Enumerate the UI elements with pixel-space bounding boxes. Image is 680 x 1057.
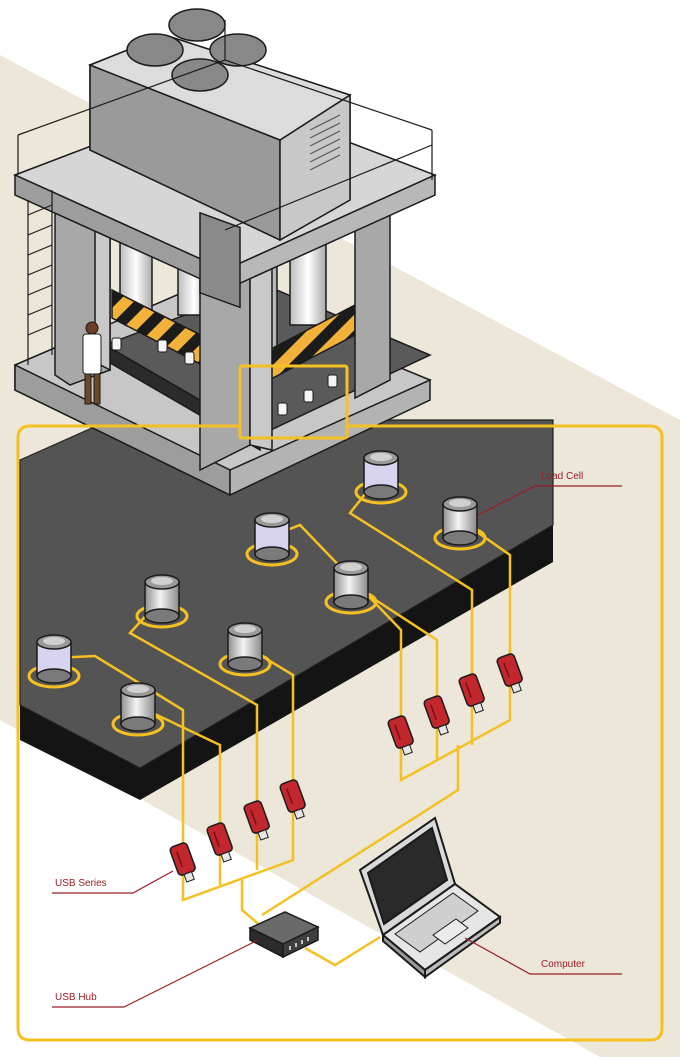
usb-device-array	[169, 653, 523, 883]
cable-segment	[181, 797, 295, 902]
load-cell-icon	[354, 450, 408, 505]
load-cell-array	[27, 450, 487, 737]
usb-device-icon	[206, 822, 233, 863]
usb-device-icon	[423, 695, 450, 736]
usb-device-icon	[458, 673, 485, 714]
load-cell-icon	[433, 496, 487, 551]
cable-segment	[137, 704, 222, 840]
label-load-cell: Load Cell	[541, 471, 584, 482]
usb-device-icon	[243, 800, 270, 841]
detail-callout-outline	[16, 424, 664, 1042]
label-usb-hub: USB Hub	[55, 992, 97, 1003]
usb-device-icon	[387, 715, 414, 756]
cable-segment	[399, 671, 512, 783]
cable-segment	[261, 745, 460, 917]
press-detail-highlight	[238, 364, 349, 440]
load-cell-icon	[27, 634, 81, 689]
load-cell-icon	[218, 622, 272, 677]
hydraulic-press-icon	[13, 8, 437, 497]
laptop-icon	[358, 816, 502, 980]
leader-usb-hub	[52, 939, 259, 1008]
leader-computer	[464, 937, 622, 975]
load-cell-icon	[324, 560, 378, 615]
cable-segment	[350, 582, 439, 713]
usb-hub-icon	[248, 911, 320, 959]
leader-usb-series	[52, 870, 174, 894]
usb-device-icon	[169, 842, 196, 883]
label-usb-series: USB Series	[55, 878, 107, 889]
usb-device-icon	[279, 779, 306, 820]
leader-load-cell	[477, 485, 622, 516]
cable-segment	[304, 935, 381, 967]
technician-icon	[82, 321, 102, 405]
load-cell-icon	[245, 512, 299, 567]
usb-device-icon	[496, 653, 523, 694]
load-cell-icon	[135, 574, 189, 629]
label-computer: Computer	[541, 959, 585, 970]
leader-lines	[52, 485, 622, 1008]
load-cell-icon	[111, 682, 165, 737]
